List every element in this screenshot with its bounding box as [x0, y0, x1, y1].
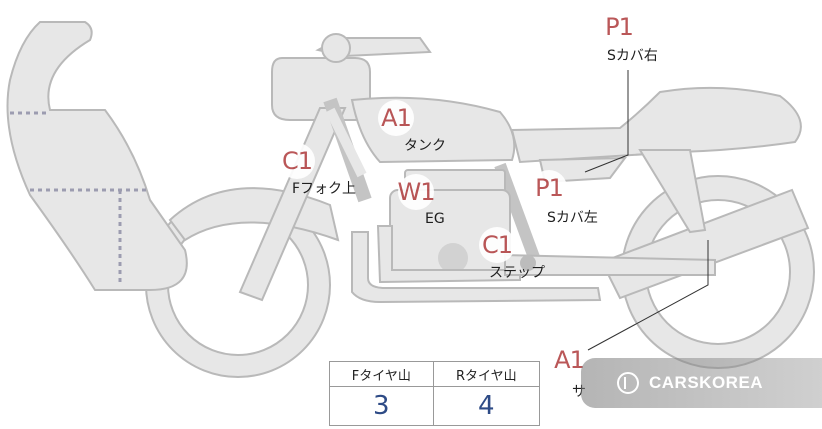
watermark-text: CARSKOREA [649, 373, 764, 392]
watermark: CARSKOREA [581, 358, 822, 408]
label-c1-fork: Fフォク上 [292, 181, 357, 197]
marker-w1-engine: W1 [398, 174, 436, 210]
label-a1-tank: タンク [404, 138, 446, 154]
label-p1-left: Sカバ左 [547, 210, 598, 226]
tread-value-row: 3 4 [329, 386, 541, 426]
frame-down [325, 107, 367, 178]
tread-header-row: Fタイヤ山 Rタイヤ山 [329, 361, 541, 387]
marker-c1-step: C1 [479, 227, 515, 263]
value-front-tire: 3 [329, 386, 434, 426]
leader-p1-right [584, 70, 629, 173]
tire-tread-table: Fタイヤ山 Rタイヤ山 3 4 [329, 361, 541, 426]
marker-c1-fork: C1 [279, 143, 315, 179]
value-rear-tire: 4 [432, 386, 541, 426]
swingarm [504, 253, 716, 276]
seat [510, 86, 802, 164]
label-c1-step: ステップ [489, 265, 545, 281]
fairing [6, 21, 188, 291]
header-rear-tire: Rタイヤ山 [432, 361, 541, 387]
carskorea-logo-icon [617, 372, 639, 394]
engine-cover [438, 243, 468, 273]
leader-a1-lower [587, 240, 709, 351]
marker-p1-left: P1 [531, 170, 567, 206]
label-p1-right: Sカバ右 [607, 48, 658, 64]
rear-frame [638, 149, 707, 234]
headlight [271, 57, 371, 121]
step-peg [520, 255, 536, 271]
exhaust-upper [351, 231, 602, 304]
marker-a1-tank: A1 [378, 100, 414, 136]
label-w1-engine: EG [425, 211, 445, 227]
marker-p1-right: P1 [601, 9, 637, 45]
header-front-tire: Fタイヤ山 [329, 361, 434, 387]
mirror [321, 33, 351, 63]
